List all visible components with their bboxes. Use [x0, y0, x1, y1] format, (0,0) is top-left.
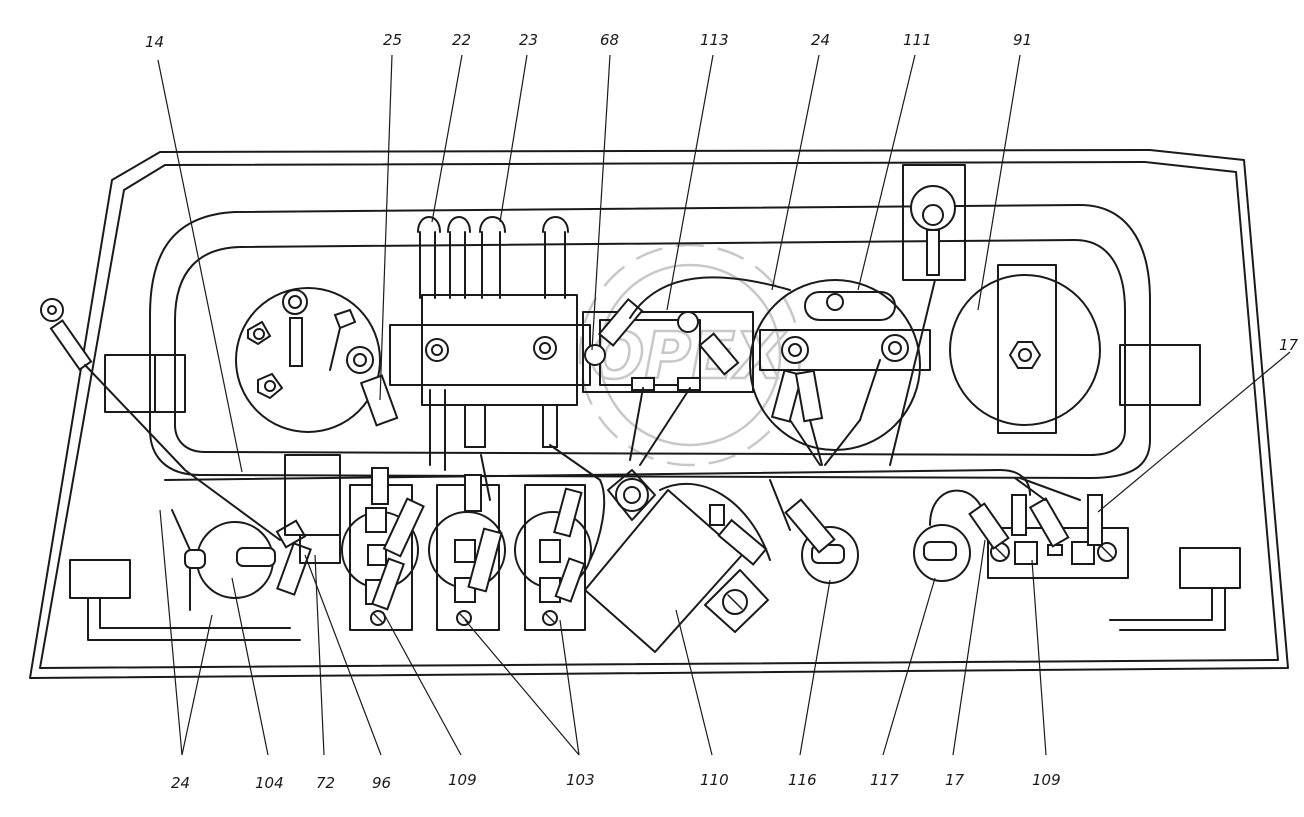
switch-103-middle — [428, 454, 506, 631]
callout-22: 22 — [452, 31, 471, 49]
callouts-right: 17 — [1279, 336, 1299, 354]
callout-25: 25 — [383, 31, 402, 49]
relay-unit — [582, 276, 791, 466]
callout-72: 72 — [316, 774, 335, 792]
external-lead — [40, 298, 281, 541]
callout-116: 116 — [788, 771, 817, 789]
watermark: OPEX — [578, 243, 802, 467]
panel-body — [29, 149, 1289, 679]
center-right-gauge — [749, 279, 931, 466]
callouts-top: 14 25 22 23 68 113 24 111 91 — [145, 31, 1032, 51]
callout-117: 117 — [870, 771, 899, 789]
callout-91: 91 — [1013, 31, 1032, 49]
callout-68: 68 — [600, 31, 619, 49]
lamp-socket-117 — [913, 489, 986, 582]
fuse-block — [389, 216, 591, 471]
callout-23: 23 — [519, 31, 538, 49]
callout-110: 110 — [700, 771, 729, 789]
callout-24-top: 24 — [811, 31, 830, 49]
callout-109-left: 109 — [448, 771, 477, 789]
lamp-socket-116 — [769, 479, 859, 584]
right-gauge — [889, 164, 1101, 466]
relay-110 — [584, 469, 771, 653]
left-gauge — [235, 287, 399, 433]
callout-96: 96 — [372, 774, 391, 792]
junction-72 — [284, 454, 341, 564]
callout-24-bottom: 24 — [171, 774, 190, 792]
callout-111: 111 — [903, 31, 932, 49]
leader-lines — [157, 54, 1291, 756]
lamp-socket-104 — [171, 509, 312, 611]
callout-14: 14 — [145, 33, 164, 51]
switch-103-right — [514, 444, 606, 631]
callout-113: 113 — [700, 31, 729, 49]
callout-17-right: 17 — [1279, 336, 1299, 354]
callouts-bottom: 24 104 72 96 109 103 110 116 117 17 109 — [171, 771, 1061, 792]
switch-109-right — [968, 477, 1129, 579]
switch-109-left — [341, 467, 425, 631]
callout-17-bottom: 17 — [945, 771, 965, 789]
callout-109-right: 109 — [1032, 771, 1061, 789]
callout-103: 103 — [566, 771, 595, 789]
callout-104: 104 — [255, 774, 284, 792]
